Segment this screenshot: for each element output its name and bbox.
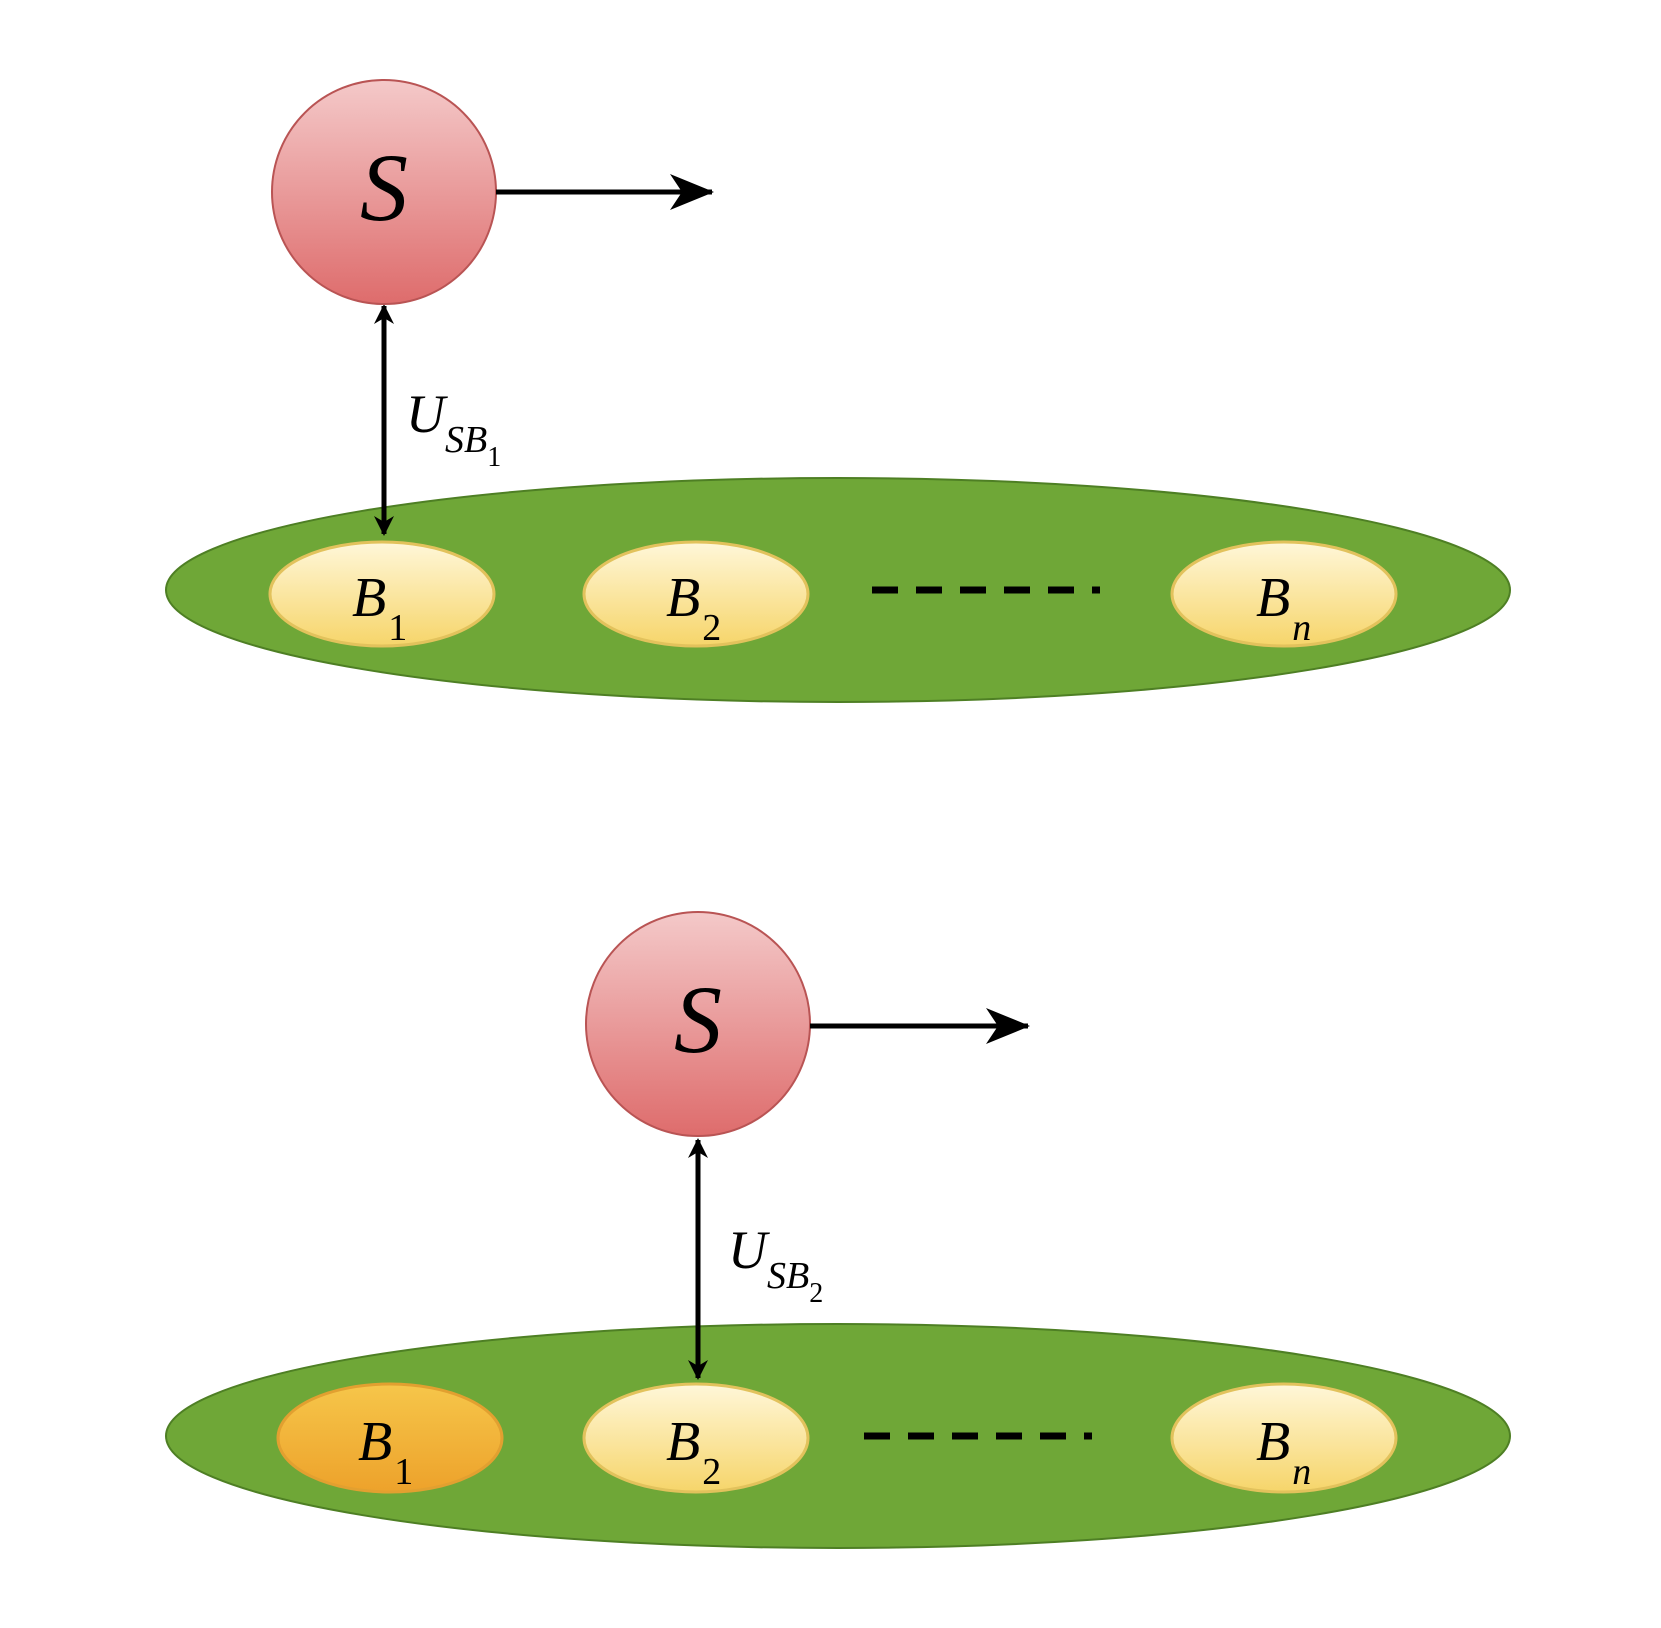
panel-top: B1 B2 Bn USB1 S <box>165 79 1511 703</box>
bath-node-bn: Bn <box>1170 540 1398 649</box>
bath-node-index: 1 <box>388 607 407 649</box>
bath-node-index: n <box>1292 607 1311 649</box>
svg-text:B2: B2 <box>666 1411 721 1493</box>
bath-node-b1: B1 <box>268 540 496 649</box>
panel-bottom: B1 B2 Bn USB2 S <box>165 911 1511 1549</box>
coupling-label: USB2 <box>728 1220 823 1309</box>
bath-node-b2: B2 <box>582 540 810 649</box>
system-label: S <box>360 134 408 241</box>
svg-text:B1: B1 <box>358 1411 413 1493</box>
svg-text:Bn: Bn <box>1256 1411 1311 1493</box>
bath-node-b2: B2 <box>582 1382 810 1494</box>
bath-node-b1-collided: B1 <box>276 1382 504 1494</box>
bath-node-label: B <box>1256 1411 1290 1473</box>
bath-node-index: 2 <box>702 607 721 649</box>
system-node: S <box>271 79 497 305</box>
bath-node-index: 1 <box>394 1451 413 1493</box>
coupling-label: USB1 <box>406 384 501 473</box>
svg-text:Bn: Bn <box>1256 567 1311 649</box>
bath-node-label: B <box>1256 567 1290 629</box>
svg-text:B1: B1 <box>352 567 407 649</box>
bath-node-label: B <box>666 567 700 629</box>
bath-node-label: B <box>358 1411 392 1473</box>
system-label: S <box>674 966 722 1073</box>
bath-environment <box>165 1323 1511 1549</box>
bath-node-label: B <box>352 567 386 629</box>
bath-node-index: n <box>1292 1451 1311 1493</box>
bath-node-index: 2 <box>702 1451 721 1493</box>
system-node: S <box>585 911 811 1137</box>
bath-environment <box>165 477 1511 703</box>
svg-text:B2: B2 <box>666 567 721 649</box>
bath-node-label: B <box>666 1411 700 1473</box>
bath-node-bn: Bn <box>1170 1382 1398 1494</box>
